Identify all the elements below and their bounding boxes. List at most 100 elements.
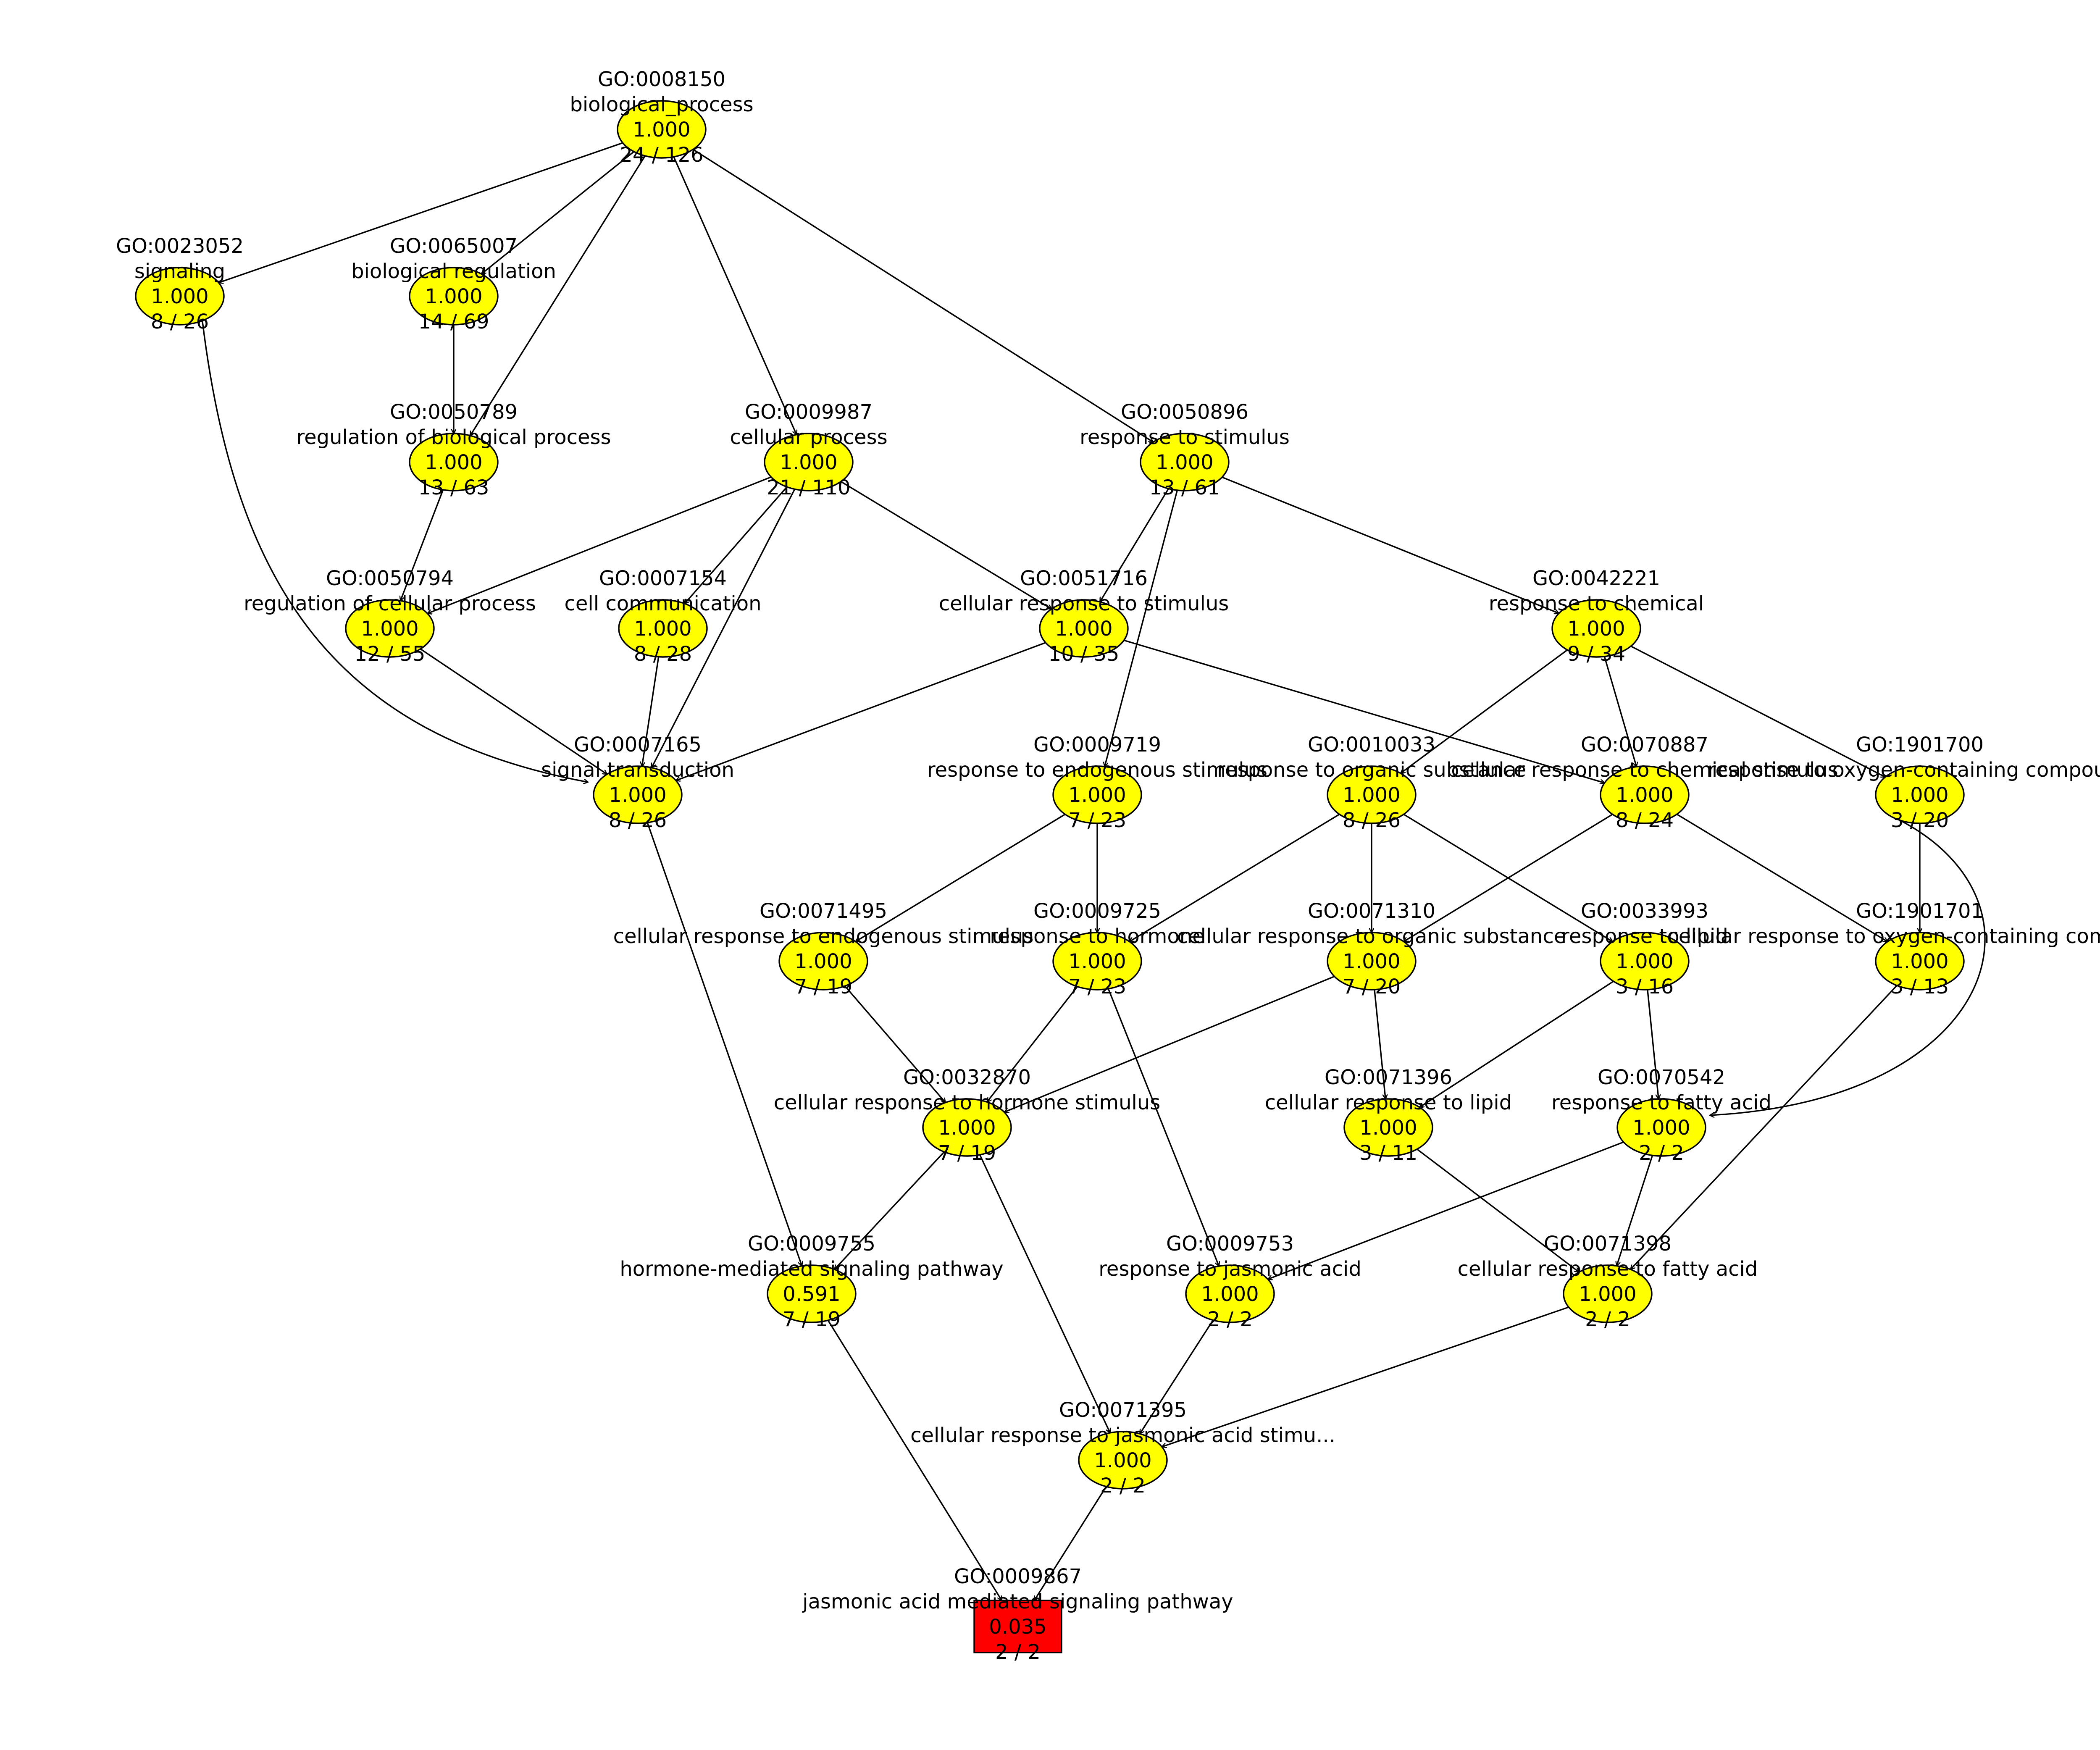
node-id-label: GO:1901700 xyxy=(1856,733,1984,757)
node-name-label: cellular response to endogenous stimulus xyxy=(613,925,1034,948)
node-name-label: cell communication xyxy=(564,592,761,615)
node-score-label: 1.000 xyxy=(1156,451,1213,474)
node-id-label: GO:0033993 xyxy=(1581,899,1708,923)
node-id-label: GO:0009867 xyxy=(954,1565,1082,1588)
node-ellipse xyxy=(1600,932,1690,991)
node-count-label: 14 / 69 xyxy=(418,310,489,334)
node-id-label: GO:0071396 xyxy=(1325,1066,1452,1089)
edge-go-0042221-to-go-1901700 xyxy=(1630,645,1885,777)
edge-go-0071310-to-go-0032870 xyxy=(1004,975,1335,1112)
node-name-label: cellular response to lipid xyxy=(1265,1091,1512,1114)
node-count-label: 7 / 19 xyxy=(783,1308,841,1331)
node-ellipse xyxy=(1140,433,1230,491)
edge-go-0071495-to-go-0032870 xyxy=(844,985,945,1102)
node-name-label: response to oxygen-containing compound xyxy=(1708,758,2100,782)
edge-go-0032870-to-go-0009755 xyxy=(834,1151,945,1269)
node-count-label: 12 / 55 xyxy=(355,642,426,666)
node-count-label: 8 / 28 xyxy=(634,642,692,666)
node-name-label: response to organic substance xyxy=(1217,758,1526,782)
node-count-label: 7 / 19 xyxy=(938,1141,996,1165)
node-count-label: 2 / 2 xyxy=(995,1640,1041,1664)
edge-go-0050896-to-go-0051716 xyxy=(1099,488,1170,602)
node-score-label: 1.000 xyxy=(1343,783,1400,807)
edge-go-0071310-to-go-0071396 xyxy=(1374,989,1385,1099)
edge-go-0070887-to-go-1901701 xyxy=(1676,813,1887,943)
node-count-label: 3 / 11 xyxy=(1359,1141,1417,1165)
node-score-label: 1.000 xyxy=(794,950,852,973)
node-score-label: 1.000 xyxy=(425,285,482,308)
node-ellipse xyxy=(1563,1264,1653,1323)
node-score-label: 1.000 xyxy=(780,451,837,474)
node-name-label: signaling xyxy=(134,260,225,283)
node-name-label: biological regulation xyxy=(351,260,556,283)
node-id-label: GO:0070542 xyxy=(1598,1066,1725,1089)
node-score-label: 1.000 xyxy=(1567,617,1625,641)
node-ellipse xyxy=(1039,599,1129,658)
node-id-label: GO:0007154 xyxy=(599,567,727,590)
node-ellipse xyxy=(1078,1431,1168,1490)
node-ellipse xyxy=(409,433,499,491)
node-score-label: 1.000 xyxy=(151,285,208,308)
edge-go-0050789-to-go-0050794 xyxy=(400,489,444,601)
node-score-label: 1.000 xyxy=(1201,1282,1259,1306)
node-name-label: regulation of cellular process xyxy=(244,592,536,615)
edge-go-1901700-to-go-0070542 xyxy=(1710,820,1986,1115)
edge-go-0010033-to-go-0009725 xyxy=(1130,814,1340,942)
node-count-label: 8 / 24 xyxy=(1616,809,1674,832)
node-count-label: 3 / 16 xyxy=(1616,975,1674,998)
node-score-label: 1.000 xyxy=(1891,950,1948,973)
edge-go-0071395-to-go-0009867 xyxy=(1033,1486,1107,1600)
edges-layer xyxy=(202,142,1986,1600)
node-count-label: 24 / 126 xyxy=(620,143,703,167)
node-name-label: response to fatty acid xyxy=(1551,1091,1771,1114)
node-score-label: 1.000 xyxy=(1359,1116,1417,1140)
node-name-label: cellular response to oxygen-containing c… xyxy=(1667,925,2100,948)
node-count-label: 2 / 2 xyxy=(1639,1141,1684,1165)
node-id-label: GO:0070887 xyxy=(1581,733,1708,757)
node-ellipse xyxy=(1600,765,1690,824)
node-ellipse xyxy=(1875,765,1965,824)
edge-go-0008150-to-go-0023052 xyxy=(219,142,623,283)
node-ellipse xyxy=(1343,1098,1433,1157)
node-score-label: 0.591 xyxy=(783,1282,840,1306)
node-name-label: cellular response to jasmonic acid stimu… xyxy=(910,1424,1335,1447)
node-score-label: 1.000 xyxy=(1616,950,1673,973)
edge-go-0009987-to-go-0007154 xyxy=(685,486,788,604)
node-count-label: 3 / 13 xyxy=(1891,975,1949,998)
node-id-label: GO:0009753 xyxy=(1166,1232,1294,1256)
edge-go-0009719-to-go-0071495 xyxy=(856,814,1066,942)
node-id-label: GO:0009755 xyxy=(748,1232,875,1256)
edge-go-0009753-to-go-0071395 xyxy=(1139,1319,1214,1434)
edge-go-0032870-to-go-0071395 xyxy=(979,1154,1110,1433)
node-score-label: 1.000 xyxy=(1068,783,1126,807)
edge-go-0007165-to-go-0009755 xyxy=(647,822,802,1266)
